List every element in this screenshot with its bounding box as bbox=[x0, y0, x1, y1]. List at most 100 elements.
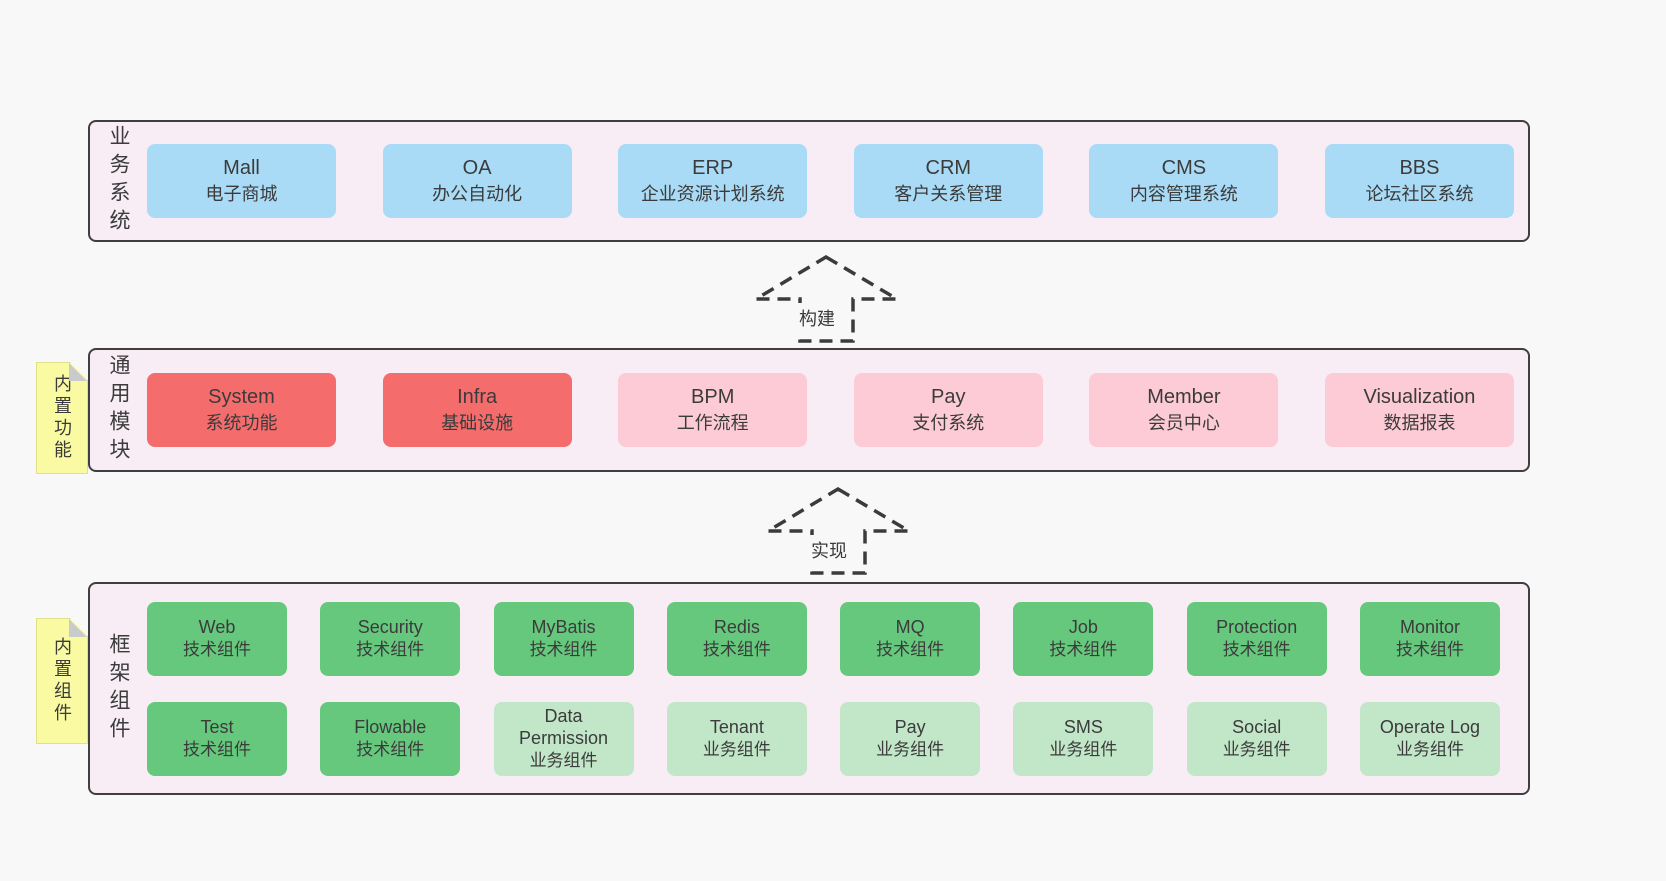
box-subtitle: 业务组件 bbox=[1049, 739, 1118, 759]
box-subtitle: 技术组件 bbox=[183, 739, 251, 759]
sticky-note-builtin-components: 内置组件 bbox=[36, 618, 88, 744]
arrow-build-shape bbox=[753, 254, 903, 343]
box-title: Data Permission bbox=[519, 705, 609, 748]
box-subtitle: 会员中心 bbox=[1147, 413, 1220, 434]
section-label-business-systems: 业务系统 bbox=[107, 125, 130, 237]
section-business-systems: 业务系统 Mall 电子商城 OA 办公自动化 ERP 企业资源计划系统 CRM… bbox=[88, 120, 1530, 242]
box-security: Security 技术组件 bbox=[320, 601, 461, 676]
box-subtitle: 内容管理系统 bbox=[1129, 184, 1238, 205]
box-title: Infra bbox=[457, 386, 498, 409]
box-subtitle: 业务组件 bbox=[702, 739, 771, 759]
box-subtitle: 技术组件 bbox=[356, 739, 425, 759]
box-title: ERP bbox=[692, 157, 734, 180]
box-oa: OA 办公自动化 bbox=[382, 144, 572, 218]
box-member: Member 会员中心 bbox=[1089, 373, 1279, 447]
box-operate-log: Operate Log 业务组件 bbox=[1359, 701, 1500, 776]
box-cms: CMS 内容管理系统 bbox=[1089, 144, 1279, 218]
box-subtitle: 业务组件 bbox=[1395, 739, 1464, 759]
arrow-label-backing bbox=[801, 535, 857, 565]
box-title: Member bbox=[1147, 386, 1221, 409]
box-title: MQ bbox=[895, 616, 925, 637]
box-subtitle: 技术组件 bbox=[183, 639, 251, 659]
box-title: System bbox=[208, 386, 275, 409]
box-subtitle: 业务组件 bbox=[1222, 739, 1291, 759]
box-subtitle: 系统功能 bbox=[205, 413, 278, 434]
folded-corner-icon bbox=[69, 619, 87, 637]
box-title: BPM bbox=[691, 386, 735, 409]
box-crm: CRM 客户关系管理 bbox=[853, 144, 1043, 218]
box-pay: Pay 支付系统 bbox=[853, 373, 1043, 447]
business-systems-boxes: Mall 电子商城 OA 办公自动化 ERP 企业资源计划系统 CRM 客户关系… bbox=[147, 122, 1528, 240]
box-title: Mall bbox=[223, 157, 260, 180]
box-title: Monitor bbox=[1399, 616, 1460, 637]
box-subtitle: 办公自动化 bbox=[432, 184, 523, 205]
box-title: Tenant bbox=[709, 716, 764, 737]
arrow-implement-label: 实现 bbox=[811, 541, 847, 561]
box-mybatis: MyBatis 技术组件 bbox=[493, 601, 634, 676]
box-system: System 系统功能 bbox=[147, 373, 336, 447]
box-subtitle: 论坛社区系统 bbox=[1365, 184, 1474, 205]
box-title: Job bbox=[1068, 616, 1098, 637]
box-subtitle: 技术组件 bbox=[876, 639, 945, 659]
box-redis: Redis 技术组件 bbox=[666, 601, 807, 676]
box-title: SMS bbox=[1063, 716, 1103, 737]
box-subtitle: 企业资源计划系统 bbox=[640, 184, 785, 205]
box-tenant: Tenant 业务组件 bbox=[666, 701, 807, 776]
section-label-framework-components: 框架组件 bbox=[107, 632, 130, 745]
box-pay-business: Pay 业务组件 bbox=[840, 701, 981, 776]
box-subtitle: 工作流程 bbox=[676, 413, 749, 434]
box-protection: Protection 技术组件 bbox=[1186, 601, 1327, 676]
box-bbs: BBS 论坛社区系统 bbox=[1324, 144, 1514, 218]
box-title: OA bbox=[462, 157, 492, 180]
box-subtitle: 技术组件 bbox=[529, 639, 598, 659]
arrow-build-label: 构建 bbox=[799, 309, 835, 329]
box-mq: MQ 技术组件 bbox=[840, 601, 981, 676]
box-flowable: Flowable 技术组件 bbox=[320, 701, 461, 776]
box-social: Social 业务组件 bbox=[1186, 701, 1327, 776]
box-infra: Infra 基础设施 bbox=[382, 373, 572, 447]
box-title: Pay bbox=[931, 386, 966, 409]
box-subtitle: 客户关系管理 bbox=[894, 184, 1003, 205]
box-subtitle: 数据报表 bbox=[1383, 413, 1456, 434]
box-subtitle: 支付系统 bbox=[912, 413, 985, 434]
section-label-column: 业务系统 bbox=[90, 122, 147, 240]
box-subtitle: 基础设施 bbox=[441, 413, 514, 434]
box-title: Redis bbox=[713, 616, 760, 637]
section-label-column: 通用模块 bbox=[90, 350, 147, 470]
box-subtitle: 技术组件 bbox=[1049, 639, 1118, 659]
section-common-modules: 通用模块 System 系统功能 Infra 基础设施 BPM 工作流程 Pay… bbox=[88, 348, 1530, 472]
folded-corner-icon bbox=[69, 363, 87, 381]
arrow-build: 构建 bbox=[753, 254, 903, 343]
section-label-common-modules: 通用模块 bbox=[107, 354, 130, 466]
box-title: MyBatis bbox=[531, 616, 596, 637]
box-job: Job 技术组件 bbox=[1013, 601, 1154, 676]
box-visualization: Visualization 数据报表 bbox=[1324, 373, 1514, 447]
arrow-implement: 实现 bbox=[765, 486, 915, 575]
arrow-implement-shape bbox=[765, 486, 915, 575]
box-title: Social bbox=[1232, 716, 1282, 737]
box-title: Operate Log bbox=[1379, 716, 1480, 737]
box-erp: ERP 企业资源计划系统 bbox=[618, 144, 808, 218]
box-title: CMS bbox=[1161, 157, 1207, 180]
common-modules-boxes: System 系统功能 Infra 基础设施 BPM 工作流程 Pay 支付系统… bbox=[147, 350, 1528, 470]
box-title: CRM bbox=[925, 157, 972, 180]
box-test: Test 技术组件 bbox=[147, 701, 287, 776]
framework-components-boxes: Web 技术组件 Security 技术组件 MyBatis 技术组件 Redi… bbox=[147, 584, 1528, 793]
box-mall: Mall 电子商城 bbox=[147, 144, 336, 218]
arrow-label-backing bbox=[789, 303, 845, 333]
sticky-note-builtin-features: 内置功能 bbox=[36, 362, 88, 474]
sticky-note-label: 内置功能 bbox=[52, 374, 72, 462]
section-label-column: 框架组件 bbox=[90, 584, 147, 793]
box-subtitle: 业务组件 bbox=[876, 739, 945, 759]
box-title: Protection bbox=[1216, 616, 1298, 637]
box-subtitle: 技术组件 bbox=[702, 639, 771, 659]
box-bpm: BPM 工作流程 bbox=[618, 373, 808, 447]
box-title: Pay bbox=[894, 716, 926, 737]
box-subtitle: 业务组件 bbox=[529, 750, 598, 770]
section-framework-components: 框架组件 Web 技术组件 Security 技术组件 MyBatis 技术组件… bbox=[88, 582, 1530, 795]
box-title: Flowable bbox=[354, 716, 427, 737]
box-title: BBS bbox=[1399, 157, 1440, 180]
box-subtitle: 技术组件 bbox=[1395, 639, 1464, 659]
sticky-note-label: 内置组件 bbox=[52, 637, 72, 725]
box-monitor: Monitor 技术组件 bbox=[1359, 601, 1500, 676]
